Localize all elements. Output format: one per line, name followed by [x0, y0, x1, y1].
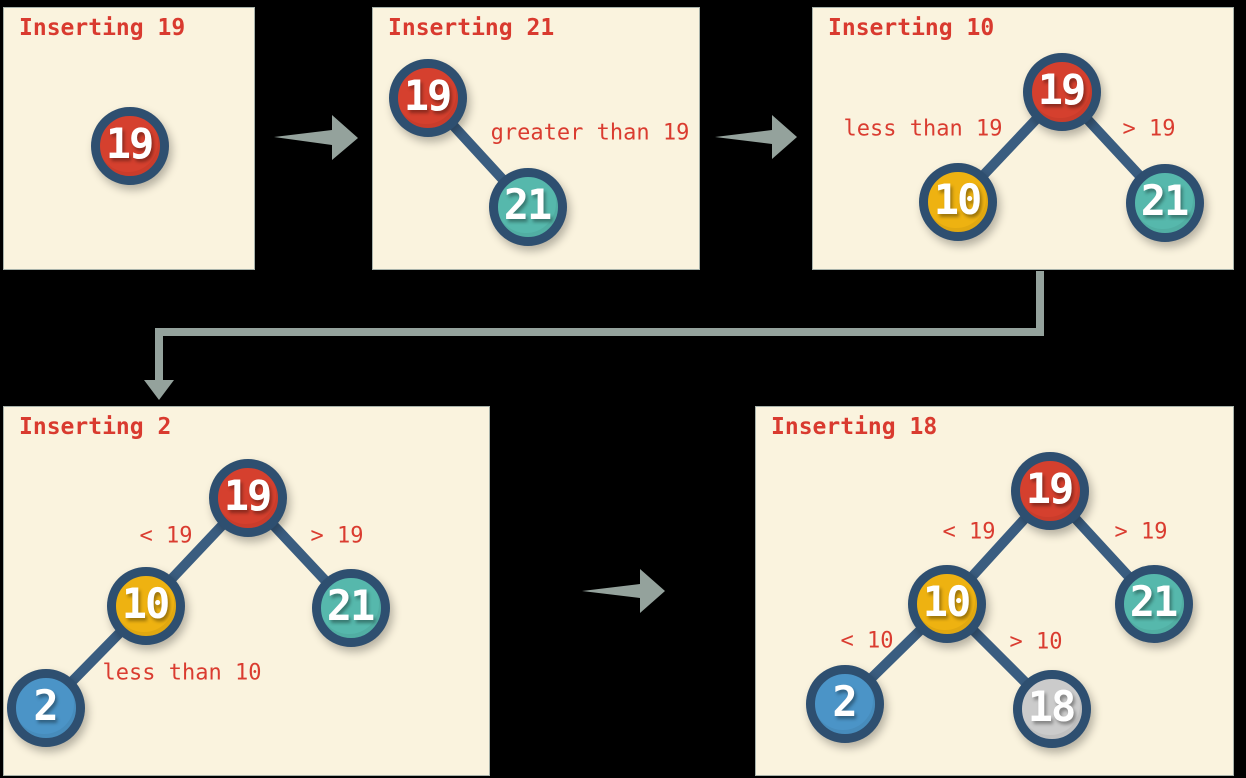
tree-node-21: 21 — [1126, 164, 1204, 242]
panel-inserting-10: Inserting 10 19 10 21 less than 19 > 19 — [812, 7, 1234, 270]
tree-node-19: 19 — [1023, 53, 1101, 131]
tree-node-10: 10 — [107, 567, 185, 645]
panel-inserting-18: Inserting 18 19 10 21 2 18 < 19 > 19 < 10 > 10 — [755, 406, 1234, 776]
node-value: 19 — [1025, 464, 1075, 513]
panel-title: Inserting 2 — [19, 414, 172, 440]
node-value: 19 — [223, 471, 273, 520]
edge-condition-label: > 19 — [310, 523, 364, 549]
edge-condition-label: less than 19 — [843, 116, 1003, 142]
tree-node-19: 19 — [389, 59, 467, 137]
node-value: 10 — [121, 579, 171, 628]
node-value: 19 — [403, 71, 453, 120]
node-value: 2 — [832, 677, 857, 726]
arrow-step1-to-step2-icon — [274, 115, 358, 160]
panel-inserting-2: Inserting 2 19 10 21 2 < 19 > 19 less than 10 — [3, 406, 490, 776]
edge-condition-label: less than 10 — [102, 660, 262, 686]
arrow-step3-to-step4-head-icon — [144, 380, 174, 400]
panel-inserting-21: Inserting 21 19 21 greater than 19 — [372, 7, 700, 270]
panel-inserting-19: Inserting 19 19 — [3, 7, 255, 270]
node-value: 21 — [1140, 176, 1190, 225]
arrow-step3-to-step4-elbow-icon — [155, 271, 1044, 382]
node-value: 21 — [326, 581, 376, 630]
panel-title: Inserting 21 — [388, 15, 555, 41]
edge-condition-label: > 19 — [1122, 116, 1176, 142]
node-value: 19 — [1037, 65, 1087, 114]
tree-node-19: 19 — [91, 107, 169, 185]
arrow-step2-to-step3-icon — [715, 115, 797, 159]
tree-node-21: 21 — [312, 569, 390, 647]
tree-node-21: 21 — [1115, 565, 1193, 643]
tree-node-2: 2 — [7, 669, 85, 747]
tree-node-10: 10 — [908, 565, 986, 643]
node-value: 10 — [933, 175, 983, 224]
node-value: 21 — [503, 180, 553, 229]
node-value: 21 — [1129, 577, 1179, 626]
panel-title: Inserting 19 — [19, 15, 186, 41]
node-value: 18 — [1027, 682, 1077, 731]
tree-node-18: 18 — [1013, 670, 1091, 748]
tree-node-21: 21 — [489, 168, 567, 246]
panel-title: Inserting 10 — [828, 15, 995, 41]
arrow-step4-to-step5-icon — [582, 569, 665, 613]
edge-condition-label: > 19 — [1114, 519, 1168, 545]
tree-node-19: 19 — [209, 459, 287, 537]
panel-title: Inserting 18 — [771, 414, 938, 440]
node-value: 19 — [105, 119, 155, 168]
edge-condition-label: greater than 19 — [490, 120, 690, 146]
node-value: 10 — [922, 577, 972, 626]
edge-condition-label: < 19 — [942, 519, 996, 545]
tree-node-19: 19 — [1011, 452, 1089, 530]
edge-condition-label: < 10 — [840, 628, 894, 654]
node-value: 2 — [33, 681, 58, 730]
tree-node-2: 2 — [806, 665, 884, 743]
edge-condition-label: > 10 — [1009, 629, 1063, 655]
tree-node-10: 10 — [919, 163, 997, 241]
edge-condition-label: < 19 — [139, 523, 193, 549]
